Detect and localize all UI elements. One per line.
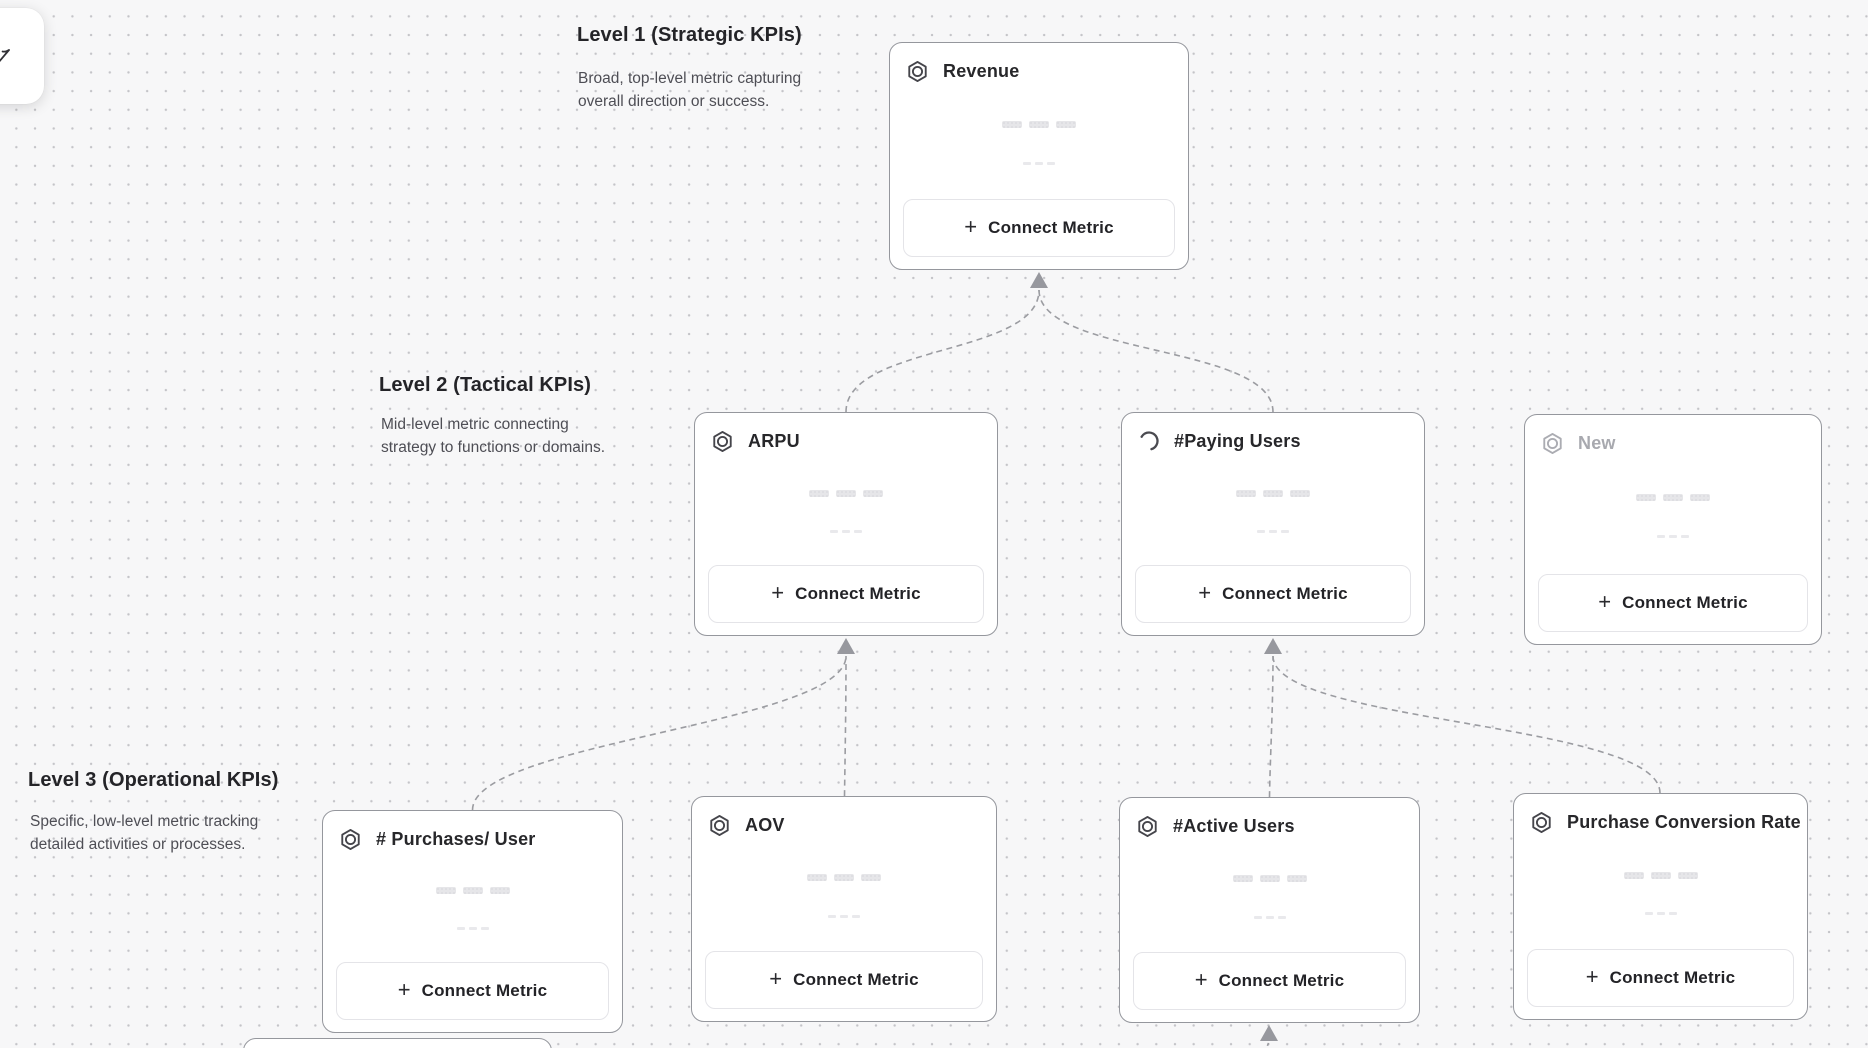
plus-icon: + [964,214,978,239]
connector-edge [845,289,1040,413]
skeleton-dashes [1657,535,1689,539]
skeleton-dashes [1253,915,1286,919]
plus-icon: + [1585,964,1599,989]
plus-icon: + [397,977,411,1002]
level-1-description: Broad, top-level metric capturing overal… [578,70,802,110]
hexagon-metric-icon [1543,432,1562,455]
metric-card-arpu[interactable]: ARPU + Connect Metric [694,412,998,636]
connect-metric-button[interactable]: + Connect Metric [708,565,984,623]
skeleton-dashes [830,529,862,533]
connector-edge [1265,1042,1270,1048]
card-title: New [1578,433,1616,453]
metric-card-purchase-conversion-rate[interactable]: Purchase Conversion Rate + Connect Metri… [1513,793,1808,1020]
metric-card-aov[interactable]: AOV + Connect Metric [691,796,997,1022]
connect-metric-button[interactable]: + Connect Metric [1133,952,1406,1010]
hexagon-metric-icon [1532,811,1551,834]
skeleton-dashes [1257,529,1289,533]
connector-edge [843,655,847,797]
skeleton-dashes [1644,912,1677,916]
canvas-tool-button[interactable] [0,8,44,104]
connector-edge [1038,289,1274,413]
level-3-heading: Level 3 (Operational KPIs) [28,769,279,791]
skeleton-dashes [828,914,860,918]
cursor-tool-icon [0,49,10,63]
level-3-description: Specific, low-level metric tracking deta… [30,813,259,853]
card-title: ARPU [748,431,800,451]
connect-metric-button[interactable]: + Connect Metric [1527,949,1794,1007]
connect-metric-button[interactable]: + Connect Metric [903,199,1175,257]
plus-icon: + [1194,967,1208,992]
metric-card-paying-users[interactable]: #Paying Users + Connect Metric [1121,412,1425,636]
card-header: #Active Users [1120,798,1419,839]
hexagon-metric-icon [713,430,732,453]
card-title: #Paying Users [1174,430,1301,451]
card-title: Purchase Conversion Rate [1567,812,1801,832]
arrow-up-icon [1030,272,1048,288]
connect-metric-button[interactable]: + Connect Metric [336,962,609,1020]
skeleton-bars [435,887,510,895]
skeleton-bars [1636,494,1710,501]
card-title: #Active Users [1173,816,1295,836]
metric-card-new[interactable]: New + Connect Metric [1524,414,1822,645]
connect-metric-button[interactable]: + Connect Metric [1538,574,1808,632]
hexagon-metric-icon [908,60,927,83]
card-header: Purchase Conversion Rate [1514,794,1807,835]
plus-icon: + [771,580,785,605]
metric-card-partial[interactable] [243,1038,552,1048]
card-title: # Purchases/ User [376,829,536,849]
plus-icon: + [1198,580,1212,605]
card-header: # Purchases/ User [323,811,622,852]
skeleton-bars [1623,871,1698,879]
arrow-up-icon [1260,1025,1278,1041]
card-title: Revenue [943,61,1020,81]
connector-edge [471,655,847,811]
hexagon-metric-icon [341,828,360,851]
metric-card-revenue[interactable]: Revenue + Connect Metric [889,42,1189,270]
loading-spinner-icon [1139,431,1159,451]
arrow-up-icon [837,638,855,654]
skeleton-dashes [456,927,489,931]
connect-metric-button[interactable]: + Connect Metric [705,951,983,1009]
skeleton-bars [809,489,883,497]
skeleton-dashes [1023,161,1055,165]
card-header: New [1525,415,1821,456]
skeleton-bars [1232,875,1307,883]
arrow-up-icon [1264,638,1282,654]
level-2-heading: Level 2 (Tactical KPIs) [379,374,592,396]
connector-edge [1272,655,1661,794]
hexagon-metric-icon [710,814,729,837]
plus-icon: + [769,966,783,991]
connector-edge [1268,655,1274,798]
card-header: ARPU [695,413,997,454]
level-2-description: Mid-level metric connecting strategy to … [381,416,606,456]
metric-card-purchases-per-user[interactable]: # Purchases/ User + Connect Metric [322,810,623,1033]
skeleton-bars [1236,489,1310,497]
connect-metric-button[interactable]: + Connect Metric [1135,565,1411,623]
level-1-heading: Level 1 (Strategic KPIs) [577,24,802,46]
card-header: Revenue [890,43,1188,84]
card-header: #Paying Users [1122,413,1424,453]
metric-card-active-users[interactable]: #Active Users + Connect Metric [1119,797,1420,1023]
skeleton-bars [807,874,881,882]
hexagon-metric-icon [1138,815,1157,838]
plus-icon: + [1598,589,1612,614]
card-header: AOV [692,797,996,838]
card-title: AOV [745,815,785,835]
skeleton-bars [1002,120,1076,128]
